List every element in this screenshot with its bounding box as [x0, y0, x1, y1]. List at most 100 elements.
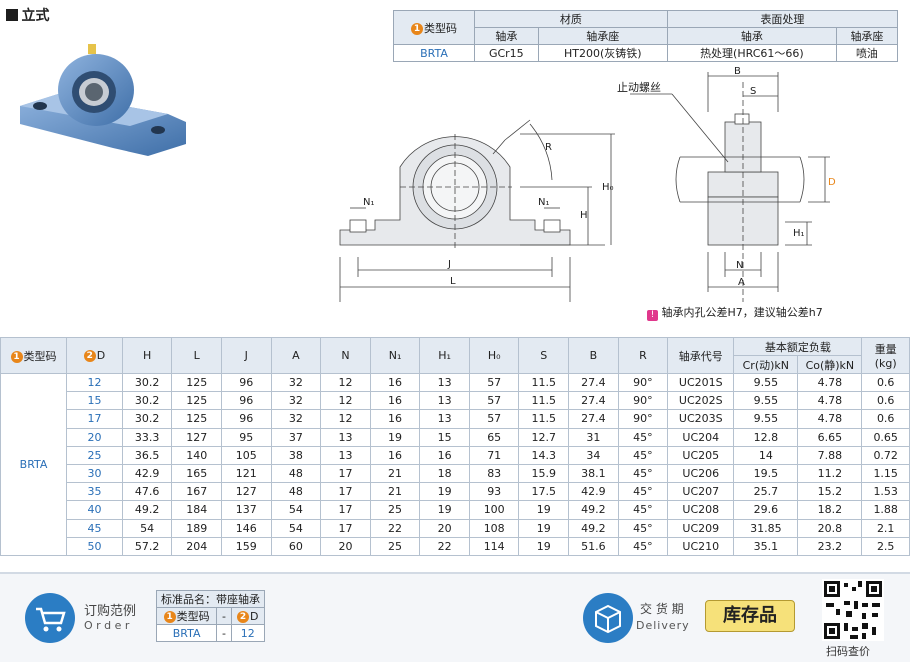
cell-cr: 9.55	[733, 391, 799, 411]
cell-J: 121	[221, 463, 272, 484]
cell-cr: 9.55	[733, 409, 799, 429]
cell-N1: 21	[369, 463, 421, 484]
cell-R: 45°	[617, 445, 669, 465]
label-J: J	[447, 259, 451, 270]
type-cell: BRTA	[0, 373, 68, 556]
cell-N: 17	[320, 463, 371, 484]
mat-sub-housing: 轴承座	[537, 27, 668, 45]
mat-housing-surface-value: 喷油	[835, 44, 899, 62]
cell-A: 32	[270, 372, 322, 393]
cell-N: 13	[320, 445, 371, 465]
cell-A: 32	[270, 409, 322, 429]
col-L: L	[171, 337, 223, 374]
mat-sub-surface-bearing: 轴承	[666, 27, 837, 45]
cell-H0: 57	[468, 409, 520, 429]
cell-R: 45°	[617, 518, 669, 538]
col-B: B	[568, 337, 619, 374]
title-square-icon	[6, 9, 18, 21]
col-load: 基本额定负载	[733, 337, 863, 356]
cell-co: 18.2	[797, 500, 863, 520]
cell-H: 30.2	[121, 391, 173, 411]
cell-A: 38	[270, 445, 322, 465]
cell-B: 51.6	[568, 536, 619, 556]
cell-D: 15	[66, 391, 123, 411]
cell-S: 11.5	[518, 409, 570, 429]
cell-H0: 65	[468, 427, 520, 447]
qr-code-icon[interactable]	[822, 579, 884, 641]
cell-B: 27.4	[568, 391, 619, 411]
cell-A: 48	[270, 463, 322, 484]
order-head-dash: -	[216, 607, 232, 625]
cell-cr: 14	[733, 445, 799, 465]
cell-w: 0.6	[861, 409, 910, 429]
cell-H1: 15	[419, 427, 470, 447]
cell-H1: 13	[419, 391, 470, 411]
col-S: S	[518, 337, 570, 374]
cell-H: 47.6	[121, 482, 173, 502]
cell-w: 1.88	[861, 500, 910, 520]
qr-caption: 扫码查价	[826, 645, 870, 658]
cell-B: 31	[568, 427, 619, 447]
cell-L: 125	[171, 391, 223, 411]
cell-code: UC207	[667, 482, 735, 502]
cell-H1: 19	[419, 482, 470, 502]
cell-code: UC203S	[667, 409, 735, 429]
label-S: S	[750, 86, 756, 97]
cell-N: 12	[320, 409, 371, 429]
cell-S: 11.5	[518, 391, 570, 411]
cell-L: 184	[171, 500, 223, 520]
cell-N: 12	[320, 372, 371, 393]
cell-R: 45°	[617, 463, 669, 484]
mat-sub-surface-housing: 轴承座	[835, 27, 899, 45]
cell-J: 137	[221, 500, 272, 520]
delivery-title-en: Delivery	[636, 619, 690, 632]
cell-H: 30.2	[121, 372, 173, 393]
mat-housing-value: HT200(灰铸铁)	[537, 44, 668, 62]
cell-J: 95	[221, 427, 272, 447]
cell-cr: 9.55	[733, 372, 799, 393]
cell-H1: 18	[419, 463, 470, 484]
cell-H0: 93	[468, 482, 520, 502]
cell-B: 34	[568, 445, 619, 465]
cell-code: UC204	[667, 427, 735, 447]
col-cr: Cr(动)kN	[733, 355, 799, 374]
col-co: Co(静)kN	[797, 355, 863, 374]
cell-cr: 19.5	[733, 463, 799, 484]
label-H: H	[580, 210, 588, 221]
cell-co: 6.65	[797, 427, 863, 447]
cell-H: 49.2	[121, 500, 173, 520]
cell-co: 20.8	[797, 518, 863, 538]
order-title: 订购范例	[84, 604, 137, 619]
section-title: 立式	[6, 5, 50, 25]
cell-H: 30.2	[121, 409, 173, 429]
cell-w: 0.6	[861, 372, 910, 393]
cell-H0: 100	[468, 500, 520, 520]
label-H0: H₀	[602, 182, 614, 193]
order-value-dash: -	[216, 624, 232, 642]
cell-J: 96	[221, 372, 272, 393]
cell-co: 4.78	[797, 391, 863, 411]
order-value-type: BRTA	[155, 624, 218, 642]
cell-H1: 13	[419, 409, 470, 429]
cell-N: 12	[320, 391, 371, 411]
cell-L: 167	[171, 482, 223, 502]
cell-H0: 57	[468, 372, 520, 393]
cell-A: 37	[270, 427, 322, 447]
cell-S: 19	[518, 536, 570, 556]
col-H1: H₁	[419, 337, 470, 374]
cell-N1: 22	[369, 518, 421, 538]
cell-cr: 25.7	[733, 482, 799, 502]
cell-H1: 16	[419, 445, 470, 465]
cell-R: 45°	[617, 427, 669, 447]
cell-R: 90°	[617, 409, 669, 429]
cell-B: 49.2	[568, 518, 619, 538]
cell-B: 42.9	[568, 482, 619, 502]
